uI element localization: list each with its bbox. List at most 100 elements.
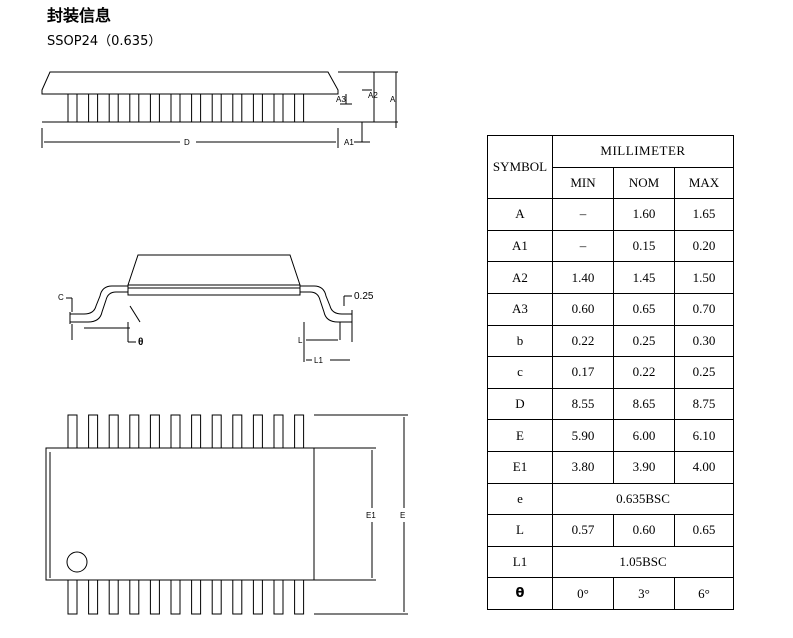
row-symbol: θ — [487, 577, 553, 610]
symbol-header: SYMBOL — [487, 134, 553, 200]
lead — [232, 93, 243, 123]
page-title: 封装信息 — [47, 6, 112, 25]
row-symbol: A — [487, 198, 553, 231]
lead — [149, 414, 160, 449]
lead — [252, 93, 263, 123]
body-view-drawing — [45, 414, 408, 615]
row-value-nom: 8.65 — [613, 387, 675, 421]
package-drawings: A3 A2 A A1 D C θ 0.25 L L1 E1 E — [41, 71, 408, 615]
col-header-nom: NOM — [613, 166, 675, 200]
lead — [129, 414, 140, 449]
lead — [211, 579, 222, 615]
row-symbol: b — [487, 324, 553, 358]
row-symbol: A3 — [487, 292, 553, 326]
lead — [211, 93, 222, 123]
row-symbol: E1 — [487, 450, 553, 484]
row-value-min: 8.55 — [552, 387, 614, 421]
row-value-max: 6° — [674, 577, 734, 610]
row-value-nom: 0.65 — [613, 292, 675, 326]
row-value-min: 0° — [552, 577, 614, 610]
row-value-nom: 0.25 — [613, 324, 675, 358]
col-header-min: MIN — [552, 166, 614, 200]
row-symbol: A1 — [487, 229, 553, 263]
label-e1: E1 — [366, 511, 376, 520]
lead — [129, 579, 140, 615]
lead — [149, 93, 160, 123]
row-value-max: 0.65 — [674, 514, 734, 547]
lead — [273, 579, 284, 615]
label-c: C — [58, 293, 64, 302]
lead — [252, 579, 263, 615]
row-span-value: 0.635BSC — [552, 482, 734, 516]
label-d: D — [184, 138, 190, 147]
lead — [232, 579, 243, 615]
row-value-nom: 3° — [613, 577, 675, 610]
lead — [170, 414, 181, 449]
row-value-min: 0.22 — [552, 324, 614, 358]
row-value-nom: 1.45 — [613, 261, 675, 294]
row-value-max: 4.00 — [674, 450, 734, 484]
row-value-max: 0.20 — [674, 229, 734, 263]
unit-header: MILLIMETER — [552, 135, 734, 168]
row-symbol: L1 — [487, 545, 553, 579]
lead — [108, 579, 119, 615]
row-value-nom: 3.90 — [613, 450, 675, 484]
row-value-min: 0.60 — [552, 292, 614, 326]
row-value-max: 0.70 — [674, 292, 734, 326]
row-symbol: E — [487, 419, 553, 452]
lead — [273, 414, 284, 449]
lead — [149, 579, 160, 615]
lead — [170, 579, 181, 615]
row-value-nom: 0.22 — [613, 356, 675, 389]
lead — [191, 579, 202, 615]
label-e: E — [400, 511, 405, 520]
row-value-max: 0.25 — [674, 356, 734, 389]
lead — [294, 579, 305, 615]
row-symbol: L — [487, 514, 553, 547]
label-lead-thickness: 0.25 — [354, 291, 374, 302]
label-a1: A1 — [344, 138, 354, 147]
lead — [232, 414, 243, 449]
row-value-nom: 0.60 — [613, 514, 675, 547]
lead — [88, 579, 99, 615]
lead — [129, 93, 140, 123]
row-value-max: 1.65 — [674, 198, 734, 231]
row-value-min: – — [552, 198, 614, 231]
label-a: A — [390, 95, 396, 104]
row-value-min: – — [552, 229, 614, 263]
lead — [294, 414, 305, 449]
row-span-value: 1.05BSC — [552, 545, 734, 579]
lead — [211, 414, 222, 449]
row-value-max: 0.30 — [674, 324, 734, 358]
label-a2: A2 — [368, 91, 378, 100]
lead — [252, 414, 263, 449]
lead — [273, 93, 284, 123]
label-theta: θ — [138, 337, 143, 348]
lead — [294, 93, 305, 123]
row-value-max: 1.50 — [674, 261, 734, 294]
row-symbol: c — [487, 356, 553, 389]
label-a3: A3 — [336, 95, 346, 104]
row-value-nom: 1.60 — [613, 198, 675, 231]
row-value-max: 6.10 — [674, 419, 734, 452]
row-value-nom: 6.00 — [613, 419, 675, 452]
top-view-drawing — [41, 71, 398, 148]
row-symbol: e — [487, 482, 553, 516]
row-value-min: 5.90 — [552, 419, 614, 452]
col-header-max: MAX — [674, 166, 734, 200]
row-value-nom: 0.15 — [613, 229, 675, 263]
lead — [88, 414, 99, 449]
lead — [170, 93, 181, 123]
label-l: L — [298, 336, 303, 345]
label-l1: L1 — [314, 356, 323, 365]
lead — [191, 414, 202, 449]
